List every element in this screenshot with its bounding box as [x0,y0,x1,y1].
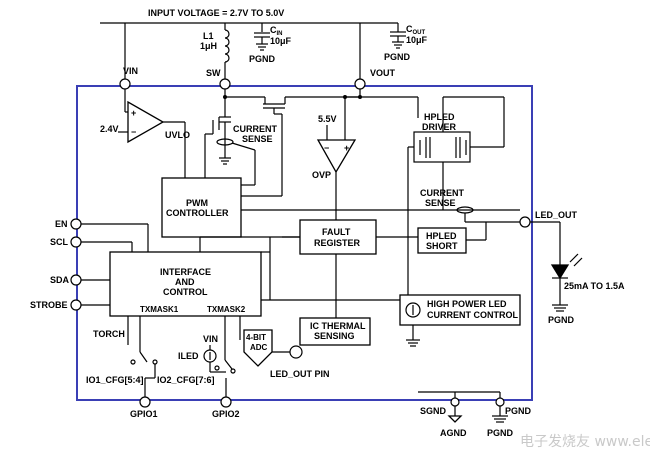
svg-text:−: − [324,143,329,153]
led-current-label: 25mA TO 1.5A [564,281,625,291]
ovp-comparator: − + [316,139,357,174]
uvlo-comparator: + − [127,100,165,144]
iface-label-a: INTERFACE [160,267,211,277]
cin-value: 10μF [270,36,292,46]
fault-label-a: FAULT [322,227,351,237]
adc-label-a: 4-BIT [246,333,266,342]
sda-pin-label: SDA [50,275,70,285]
hpled-short-label-a: HPLED [426,231,457,241]
hpled-driver [413,131,471,163]
current-sense-2-label-b: SENSE [425,198,456,208]
gpio2-pin [220,396,232,408]
watermark: 电子发烧友 www.elecfans.com [520,434,650,450]
cin-label: CIN [270,25,283,37]
adc-block [243,329,273,367]
vout-pin [354,78,366,90]
fault-register [299,219,377,255]
pgnd-pin [495,397,505,407]
cin-pgnd: PGND [249,54,276,64]
torch-label: TORCH [93,329,125,339]
inductor-label: L1 [203,31,214,41]
en-pin-label: EN [55,219,68,229]
strobe-pin-label: STROBE [30,300,68,310]
ovp-label: OVP [312,170,331,180]
iface-label-b: AND [175,277,195,287]
cout-label: COUT [406,24,426,36]
svg-text:−: − [131,127,136,137]
thermal-label-a: IC THERMAL [310,321,366,331]
inductor-l1 [224,29,230,80]
pgnd-pin-label: PGND [505,406,532,416]
uvlo-ref-label: 2.4V [100,124,119,134]
scl-pin [70,236,82,248]
high-side-mosfet [263,97,286,196]
pwm-label-a: PWM [186,198,208,208]
sw-pin [219,78,231,90]
adc-label-b: ADC [250,343,268,352]
led-out-pin-marker [289,345,303,359]
hpled-short-label-b: SHORT [426,241,458,251]
vin-pin [119,78,131,90]
current-sense-1-label-a: CURRENT [233,124,278,134]
sgnd-pin [450,397,460,407]
vin-source-label: VIN [203,334,218,344]
scl-pin-label: SCL [50,237,69,247]
led-out-pin-label: LED_OUT [535,210,578,220]
strobe-pin [70,299,82,311]
svg-text:+: + [131,108,136,118]
vout-pin-label: VOUT [370,68,396,78]
cin-capacitor [254,32,270,51]
gpio1-pin [139,396,151,408]
ovp-ref-label: 5.5V [318,114,337,124]
sda-pin [70,274,82,286]
io1-cfg-label: IO1_CFG[5:4] [86,375,144,385]
io2-cfg-label: IO2_CFG[7:6] [157,375,215,385]
led-diode [550,253,583,280]
uvlo-label: UVLO [165,130,190,140]
thermal-label-b: SENSING [314,331,355,341]
agnd-label: AGND [440,428,467,438]
hpled-driver-label-a: HPLED [424,112,455,122]
iled-label: ILED [178,351,199,361]
sw-pin-label: SW [206,68,221,78]
gpio2-pin-label: GPIO2 [212,409,240,419]
hpled-short [417,227,467,254]
hpled-mosfets [419,137,467,158]
led-pgnd-label: PGND [548,315,575,325]
led-out-pin [519,216,531,228]
cout-capacitor [390,23,406,49]
svg-text:+: + [344,143,349,153]
current-sense-2-label-a: CURRENT [420,188,465,198]
hpled-driver-label-b: DRIVER [422,122,457,132]
gpio1-pin-label: GPIO1 [130,409,158,419]
inductor-value: 1μH [200,41,217,51]
pwm-controller [161,177,242,238]
interface-control [109,251,262,317]
sgnd-pin-label: SGND [420,406,447,416]
current-sense-1 [216,138,234,146]
led-out-pin-text: LED_OUT PIN [270,369,330,379]
en-pin [70,218,82,230]
thermal-sensing [299,317,371,346]
pwm-label-b: CONTROLLER [166,208,229,218]
cout-value: 10μF [406,35,428,45]
cout-pgnd: PGND [384,52,411,62]
pgnd-bottom-label: PGND [487,428,514,438]
iface-label-c: CONTROL [163,287,208,297]
fault-label-b: REGISTER [314,238,361,248]
vin-pin-label: VIN [123,66,138,76]
txmask2-label: TXMASK2 [207,305,246,314]
hp-led-label-b: CURRENT CONTROL [427,310,518,320]
current-sense-1-label-b: SENSE [242,134,273,144]
hp-led-label-a: HIGH POWER LED [427,299,507,309]
txmask1-label: TXMASK1 [140,305,179,314]
input-voltage-label: INPUT VOLTAGE = 2.7V TO 5.0V [148,8,284,18]
low-side-mosfet [204,116,231,178]
